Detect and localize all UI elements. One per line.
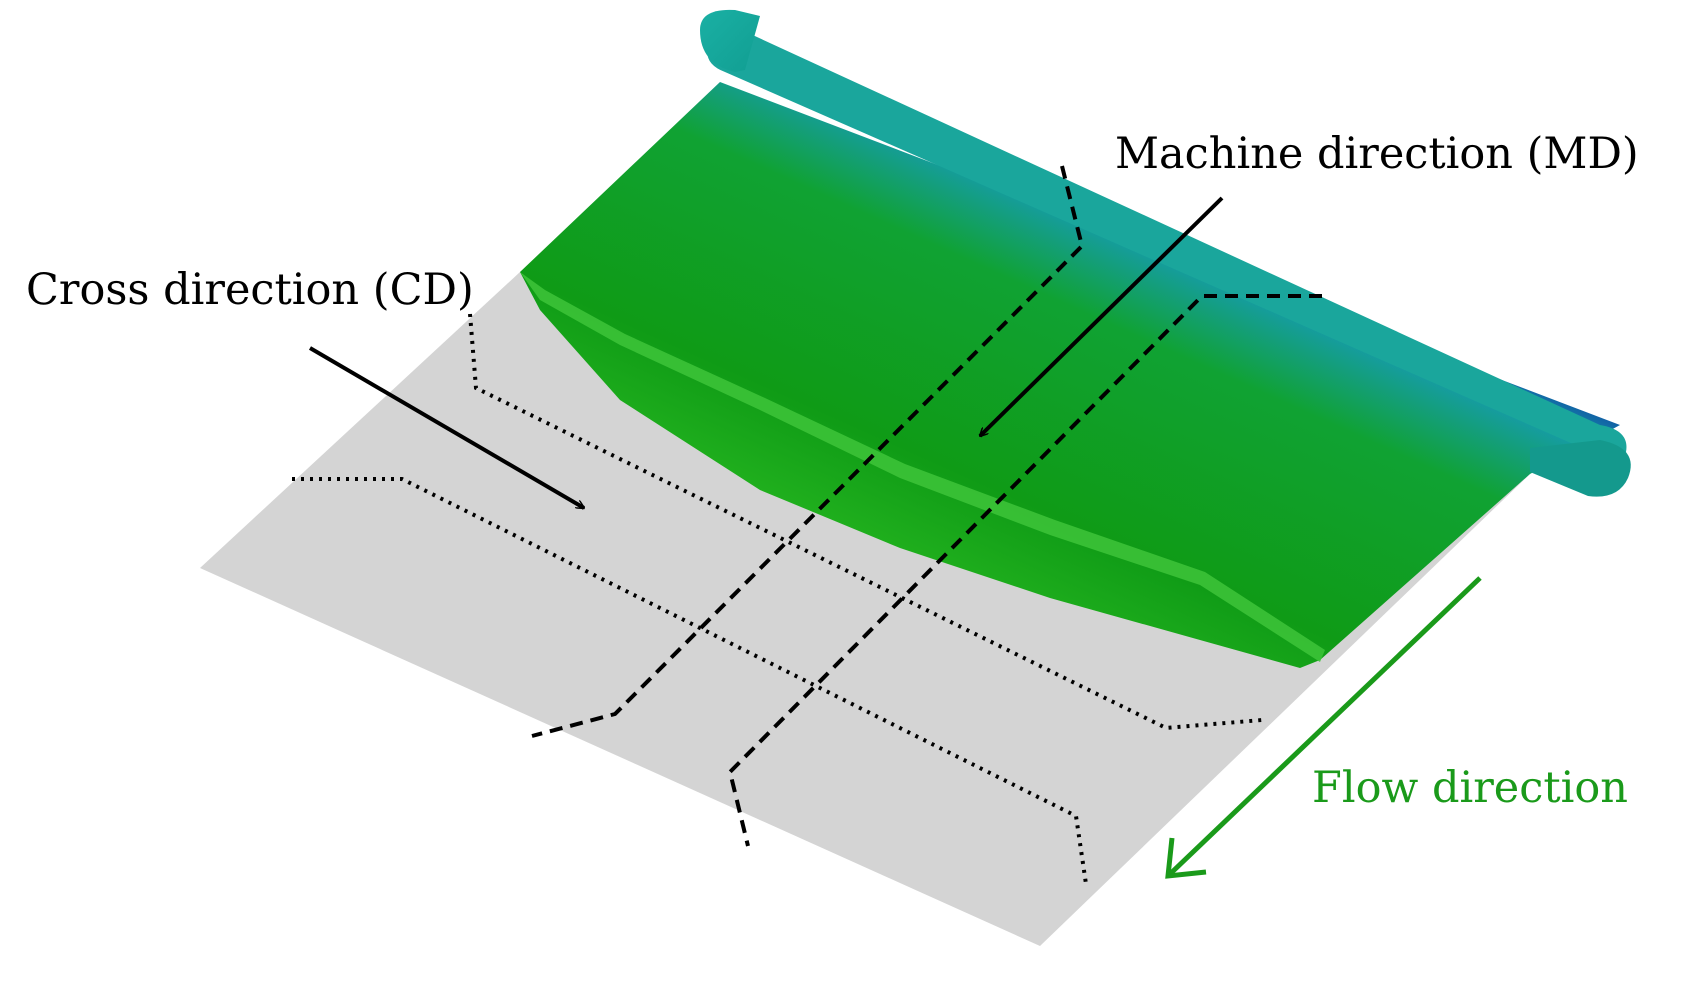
flow-direction-label: Flow direction — [1312, 763, 1628, 813]
cd-line-2 — [292, 477, 1088, 885]
md-arrow — [980, 196, 1224, 436]
flow-direction-arrowhead — [1165, 837, 1207, 879]
inlet-left-tab — [700, 9, 760, 72]
cd-arrow — [308, 346, 584, 510]
cross-direction-label: Cross direction (CD) — [26, 265, 474, 315]
flow-direction-arrow — [1168, 576, 1482, 876]
md-line-2 — [727, 294, 1322, 847]
filled-region — [520, 82, 1620, 668]
inlet-right-tab — [1530, 440, 1631, 497]
machine-direction-label: Machine direction (MD) — [1115, 129, 1639, 179]
inlet-runner — [707, 15, 1630, 470]
cd-line-1 — [468, 313, 1263, 731]
md-line-1 — [531, 165, 1085, 738]
